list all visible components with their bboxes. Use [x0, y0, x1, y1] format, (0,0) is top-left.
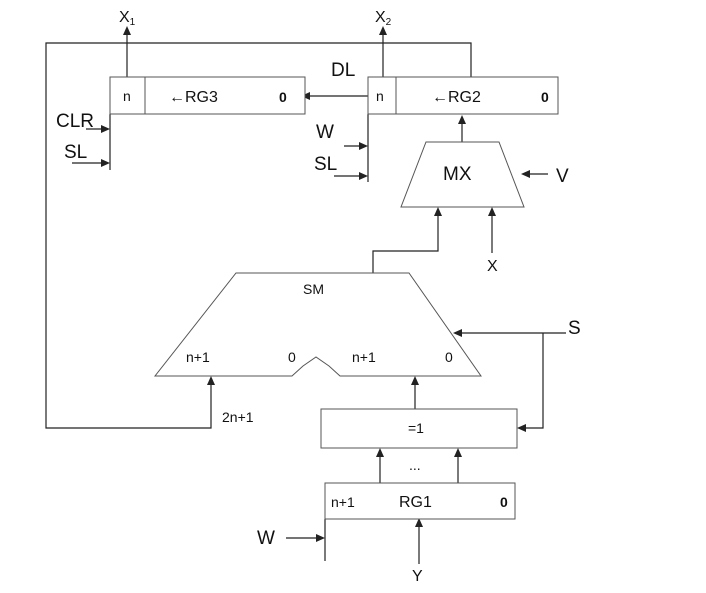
rg3-label: ←RG3: [169, 89, 218, 106]
v-arrowhead: [521, 170, 530, 178]
signal-labels: X1 X2 DL CLR SL W SL V X S 2n+1 W Y: [56, 9, 581, 585]
sm-adder: SM n+1 0 n+1 0: [153, 272, 482, 377]
xor-box: [320, 408, 518, 449]
rg2-bit-0: 0: [541, 89, 549, 105]
mx-trapezoid: [400, 141, 525, 208]
sm-out-arrowhead: [434, 207, 442, 216]
rg1-xor-arrowhead-1: [376, 448, 384, 457]
rg1-bit-0: 0: [500, 494, 508, 510]
sm-left-in-arrowhead: [207, 376, 215, 385]
mx-label: MX: [443, 164, 472, 185]
mx-out-arrowhead: [458, 115, 466, 124]
rg1-w-label: W: [257, 528, 275, 549]
x1-label: X1: [119, 9, 136, 28]
x2-arrowhead: [379, 26, 387, 35]
wires: [45, 34, 566, 564]
rg2-sl-arrowhead: [359, 172, 368, 180]
y-label: Y: [412, 568, 423, 585]
sm-right-in-arrowhead: [411, 376, 419, 385]
xor-label: =1: [408, 420, 424, 436]
rg2-w-label: W: [316, 122, 334, 143]
rg3-bit-0: 0: [279, 89, 287, 105]
mx-x-label: X: [487, 258, 498, 275]
sm-trapezoid: [153, 272, 482, 377]
s-branch-wire: [526, 333, 544, 429]
sm-right-msb: n+1: [352, 349, 376, 365]
v-label: V: [556, 166, 569, 187]
rg3-sl-label: SL: [64, 142, 87, 163]
x-arrowhead: [488, 207, 496, 216]
xor-ellipsis: ...: [409, 457, 421, 473]
rg1-box: [324, 482, 516, 520]
feedback-label: 2n+1: [222, 409, 254, 425]
rg2-sl-label: SL: [314, 154, 337, 175]
x1-arrowhead: [123, 26, 131, 35]
rg1-register: n+1 RG1 0: [324, 482, 516, 520]
rg2-box: [367, 76, 559, 115]
s-xor-arrowhead: [517, 424, 526, 432]
sm-right-lsb: 0: [445, 349, 453, 365]
sm-label: SM: [303, 281, 324, 297]
rg2-bit-n: n: [376, 88, 384, 104]
rg1-bit-msb: n+1: [331, 494, 355, 510]
rg2-register: n ←RG2 0: [367, 76, 559, 115]
clr-arrowhead: [101, 125, 110, 133]
s-arrowhead: [453, 329, 462, 337]
sm-to-mx-wire: [372, 216, 439, 273]
clr-label: CLR: [56, 111, 94, 132]
sm-left-msb: n+1: [186, 349, 210, 365]
rg3-sl-arrowhead: [101, 159, 110, 167]
rg2-label: ←RG2: [432, 89, 481, 106]
arrowheads: [101, 26, 530, 542]
x2-label: X2: [375, 9, 392, 28]
s-label: S: [568, 318, 581, 339]
rg1-label: RG1: [399, 494, 432, 511]
dl-label: DL: [331, 60, 355, 81]
feedback-wire: [45, 42, 472, 429]
rg1-xor-arrowhead-2: [454, 448, 462, 457]
rg3-bit-n: n: [123, 88, 131, 104]
rg2-w-arrowhead: [359, 142, 368, 150]
y-arrowhead: [415, 518, 423, 527]
rg1-w-arrowhead: [316, 534, 325, 542]
xor-block: =1 ...: [320, 408, 518, 473]
rg3-box: [109, 76, 306, 115]
sm-left-lsb: 0: [288, 349, 296, 365]
mx-multiplexer: MX: [400, 141, 525, 208]
rg3-register: n ←RG3 0: [109, 76, 306, 115]
